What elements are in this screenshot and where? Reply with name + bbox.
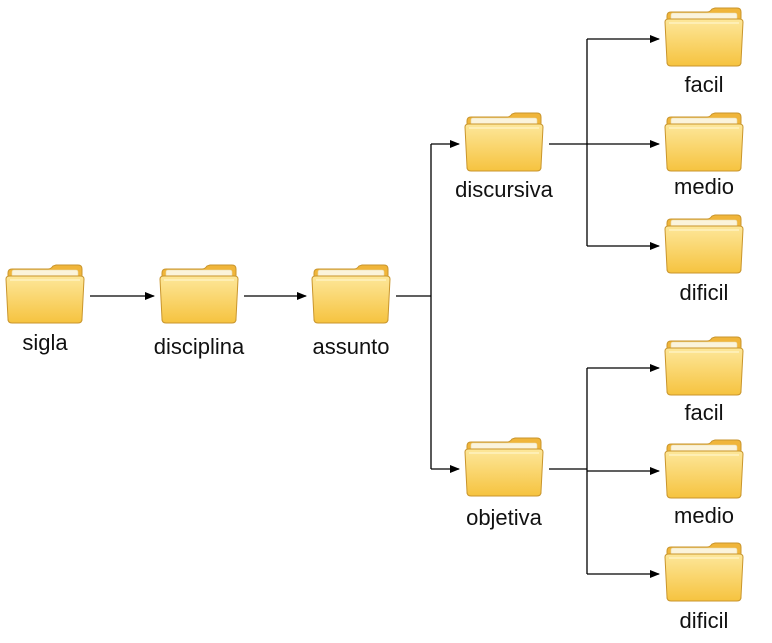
node-label-disc-dificil: dificil [680,280,729,305]
node-label-obj-dificil: dificil [680,608,729,633]
folder-icon [464,437,544,497]
node-obj-dificil: dificil [664,542,744,633]
node-disciplina: disciplina [154,264,245,359]
folder-icon [5,264,85,324]
node-discursiva: discursiva [455,112,554,202]
node-objetiva: objetiva [464,437,544,530]
folder-icon [664,439,744,499]
connectors [90,35,660,578]
folder-icon [664,112,744,172]
node-label-assunto: assunto [312,334,389,359]
node-label-disc-medio: medio [674,174,734,199]
node-obj-facil: facil [664,336,744,425]
folder-icon [664,542,744,602]
node-label-sigla: sigla [22,330,68,355]
folder-icon [664,336,744,396]
node-label-objetiva: objetiva [466,505,543,530]
node-label-disc-facil: facil [684,72,723,97]
node-obj-medio: medio [664,439,744,528]
folder-icon [464,112,544,172]
node-disc-medio: medio [664,112,744,199]
node-sigla: sigla [5,264,85,355]
folder-icon [159,264,239,324]
folder-icon [664,214,744,274]
node-label-disciplina: disciplina [154,334,245,359]
folder-icon [311,264,391,324]
node-label-discursiva: discursiva [455,177,554,202]
node-assunto: assunto [311,264,391,359]
node-label-obj-medio: medio [674,503,734,528]
folder-icon [664,7,744,67]
nodes: sigla disciplina assunto discursiva objetiva… [5,7,744,633]
node-label-obj-facil: facil [684,400,723,425]
node-disc-dificil: dificil [664,214,744,305]
node-disc-facil: facil [664,7,744,97]
